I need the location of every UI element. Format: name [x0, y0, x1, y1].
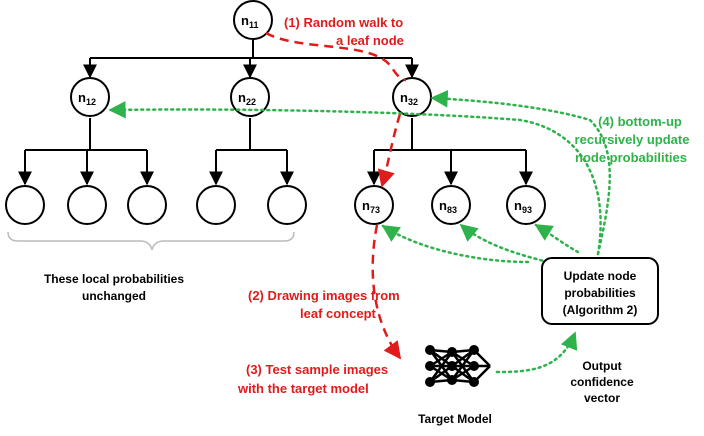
green-arrow-to-n83: [459, 223, 550, 264]
unchanged-label: These local probabilities unchanged: [44, 272, 184, 303]
leaf-node-5: [267, 185, 307, 225]
tree-edges: [18, 40, 533, 186]
node-labels: n11 n12 n22 n32 n73 n83 n93: [78, 13, 532, 215]
svg-text:(3) Test sample images: (3) Test sample images: [246, 362, 388, 377]
svg-text:unchanged: unchanged: [82, 289, 146, 303]
label-n93: n93: [514, 198, 532, 215]
leaf-node-4: [196, 185, 236, 225]
svg-text:node probabilities: node probabilities: [575, 150, 687, 165]
update-box-line-3: (Algorithm 2): [563, 303, 638, 317]
label-n12: n12: [78, 90, 96, 107]
label-n32: n32: [400, 90, 418, 107]
svg-text:Output: Output: [582, 359, 621, 373]
target-model-label: Target Model: [418, 412, 492, 426]
step-1-label: (1) Random walk to a leaf node: [284, 15, 404, 48]
tree-nodes: [5, 0, 546, 225]
svg-text:vector: vector: [584, 391, 620, 405]
update-node-box: [541, 257, 659, 325]
neural-network-icon: [425, 345, 491, 387]
green-arrow-output: [495, 331, 578, 374]
node-n12: [70, 77, 110, 117]
red-path-n32-to-n73: [377, 113, 402, 188]
svg-text:confidence: confidence: [570, 375, 634, 389]
random-walk-path: [265, 31, 407, 360]
svg-text:(4) bottom-up: (4) bottom-up: [598, 114, 682, 129]
node-n11: [233, 0, 273, 40]
node-n83: [431, 185, 471, 225]
svg-text:(1) Random walk to: (1) Random walk to: [284, 15, 403, 30]
svg-text:leaf concept: leaf concept: [300, 306, 377, 321]
step-4-label: (4) bottom-up recursively update node pr…: [575, 114, 690, 165]
svg-text:These local probabilities: These local probabilities: [44, 272, 184, 286]
leaf-node-1: [5, 185, 45, 225]
leaf-node-3: [127, 185, 167, 225]
node-n93: [506, 185, 546, 225]
step-2-label: (2) Drawing images from leaf concept: [248, 288, 400, 321]
svg-text:a leaf node: a leaf node: [336, 33, 404, 48]
output-label: Output confidence vector: [570, 359, 634, 405]
svg-text:with the target model: with the target model: [237, 381, 369, 396]
step-3-label: (3) Test sample images with the target m…: [237, 362, 388, 396]
leaves-brace: [7, 231, 295, 251]
label-n11: n11: [241, 13, 258, 30]
label-n83: n83: [439, 198, 457, 215]
red-path-root-to-n32: [265, 31, 407, 82]
green-arrow-to-n12: [108, 101, 602, 256]
svg-text:recursively update: recursively update: [575, 132, 690, 147]
green-arrow-to-n73: [381, 224, 530, 264]
update-arrows: [108, 90, 611, 374]
green-arrow-to-n93: [534, 223, 580, 254]
update-box-line-1: Update node: [564, 269, 637, 283]
update-box-line-2: probabilities: [564, 286, 636, 300]
node-n22: [230, 77, 270, 117]
label-n22: n22: [238, 90, 256, 107]
leaf-node-2: [67, 185, 107, 225]
node-n73: [354, 185, 394, 225]
svg-text:(2) Drawing images from: (2) Drawing images from: [248, 288, 400, 303]
red-path-n73-to-model: [371, 224, 402, 360]
label-n73: n73: [362, 198, 380, 215]
green-arrow-to-n32: [430, 90, 611, 256]
